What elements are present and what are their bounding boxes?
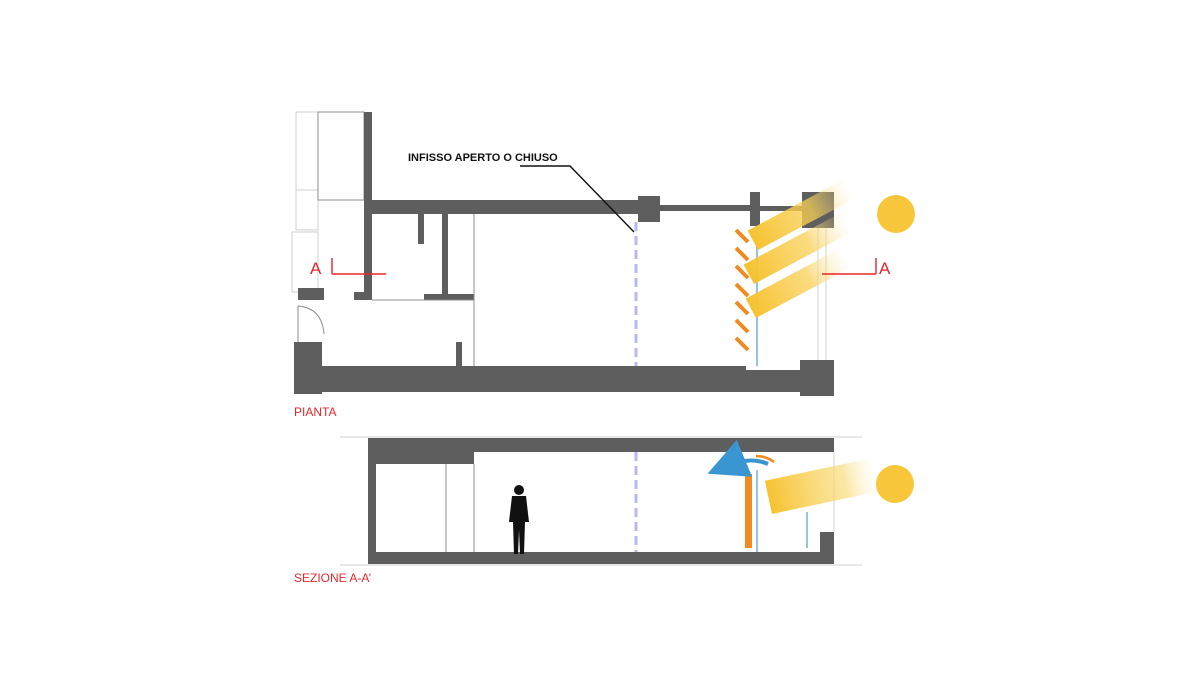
- section-title: SEZIONE A-A’: [294, 571, 371, 585]
- outbuilding-outline: [295, 189, 319, 231]
- callout-leader: [520, 165, 635, 233]
- wall-interior: [354, 292, 372, 300]
- wall-bottom: [318, 366, 746, 392]
- sun-ray-section: [764, 457, 882, 514]
- person-silhouette-icon: [509, 485, 529, 554]
- sun-rays-plan: [743, 178, 856, 318]
- column: [750, 192, 760, 226]
- roof-slab: [368, 438, 834, 452]
- column: [800, 360, 834, 396]
- door-swing: [297, 305, 325, 335]
- wall-interior: [424, 294, 474, 300]
- floor-slab: [368, 552, 834, 564]
- section-cut-label-right: A: [879, 259, 891, 278]
- sun-icon: [876, 465, 914, 503]
- outbuilding-outline: [295, 111, 319, 191]
- callout-label: INFISSO APERTO O CHIUSO: [408, 152, 558, 164]
- section-cut-right: A: [822, 258, 891, 278]
- sun-icon: [877, 195, 915, 233]
- wall-top: [760, 206, 802, 211]
- wall-top: [364, 200, 638, 214]
- callout: INFISSO APERTO O CHIUSO: [408, 152, 635, 233]
- plan-title: PIANTA: [294, 405, 336, 419]
- louvers-plan: [734, 228, 750, 352]
- section-view: SEZIONE A-A’: [294, 436, 914, 585]
- roof-slab: [368, 452, 474, 464]
- wall-interior: [456, 342, 462, 366]
- louver-panel: [745, 474, 752, 548]
- wall-interior: [364, 206, 372, 300]
- floor-plan: A A INFISSO APERTO O CHIUSO PIANTA: [291, 111, 915, 419]
- section-wall-right: [820, 532, 834, 552]
- wall-interior: [298, 288, 324, 300]
- wall-top: [660, 205, 752, 211]
- section-wall-left: [368, 452, 376, 552]
- wall-corner: [294, 342, 322, 394]
- wall-vertical: [364, 112, 372, 207]
- section-cut-left: A: [310, 258, 386, 278]
- curved-arrow-icon: [707, 439, 769, 477]
- column: [638, 196, 660, 222]
- section-cut-label-left: A: [310, 259, 322, 278]
- stair-block: [317, 111, 365, 201]
- louver-rotation-hint: [755, 454, 775, 464]
- wall-interior: [442, 214, 448, 300]
- wall-interior: [418, 214, 424, 244]
- wall-bottom: [744, 370, 802, 392]
